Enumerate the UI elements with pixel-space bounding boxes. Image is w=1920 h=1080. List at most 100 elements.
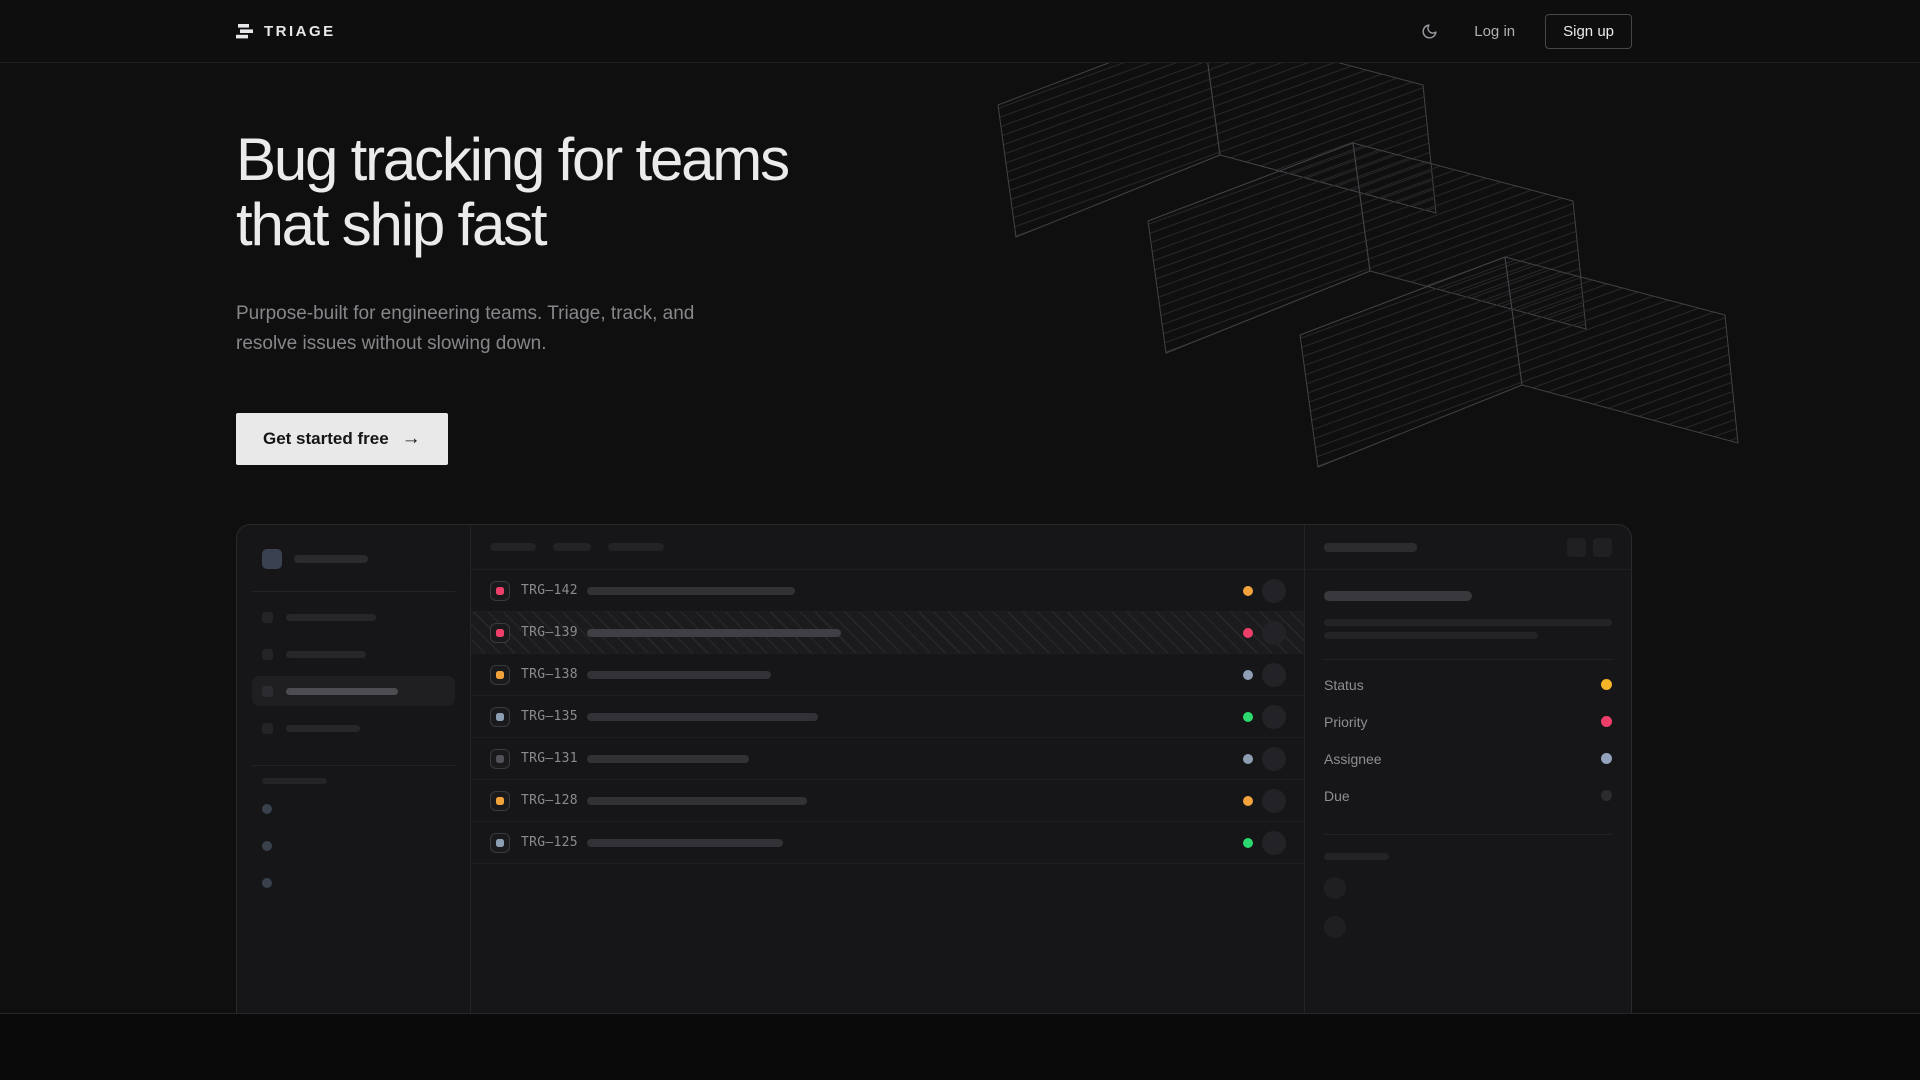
signup-button[interactable]: Sign up — [1545, 13, 1632, 49]
skeleton-section-label — [262, 778, 327, 784]
detail-field-value-dot — [1601, 679, 1612, 690]
issue-row-meta — [1243, 788, 1286, 813]
skeleton-bar — [286, 687, 398, 695]
skeleton-line — [1324, 632, 1538, 639]
status-dot — [1243, 837, 1253, 848]
status-dot — [1243, 711, 1253, 722]
detail-field-row[interactable]: Due — [1324, 777, 1612, 814]
workspace-avatar — [262, 549, 282, 569]
issue-title-skeleton — [587, 838, 783, 847]
sidebar-dot — [262, 878, 272, 888]
issue-id: TRG–131 — [521, 751, 578, 766]
issue-type-icon — [490, 664, 510, 685]
sidebar-item[interactable] — [252, 639, 455, 669]
hero-subtitle-line2: resolve issues without slowing down. — [236, 333, 547, 354]
skeleton-filter-pill[interactable] — [490, 543, 536, 551]
issue-list: TRG–142 TRG–139 TRG–138 TRG–1 — [471, 570, 1304, 864]
hero-title-line2: that ship fast — [236, 191, 548, 258]
panel-action-button[interactable] — [1567, 537, 1586, 557]
assignee-avatar — [1262, 578, 1286, 603]
issue-id: TRG–142 — [521, 583, 578, 598]
detail-panel-body: Status Priority Assignee Due — [1305, 570, 1631, 938]
issue-row[interactable]: TRG–125 — [471, 822, 1304, 864]
issue-row[interactable]: TRG–138 — [471, 654, 1304, 696]
issue-row[interactable]: TRG–128 — [471, 780, 1304, 822]
issue-title-skeleton — [587, 796, 807, 805]
issue-type-icon — [490, 622, 510, 643]
hero-subtitle-line1: Purpose-built for engineering teams. Tri… — [236, 303, 695, 324]
issue-type-icon — [490, 706, 510, 727]
top-nav: TRIAGE Log in Sign up — [0, 0, 1920, 63]
detail-panel: Status Priority Assignee Due — [1305, 525, 1631, 1013]
nav-actions: Log in Sign up — [1414, 13, 1632, 49]
issue-row[interactable]: TRG–142 — [471, 570, 1304, 612]
skeleton-bar — [286, 613, 376, 621]
issue-row[interactable]: TRG–131 — [471, 738, 1304, 780]
issue-row-meta — [1243, 578, 1286, 603]
issue-type-icon — [490, 790, 510, 811]
issue-row[interactable]: TRG–135 — [471, 696, 1304, 738]
moon-icon — [1422, 23, 1437, 38]
status-dot — [1243, 627, 1253, 638]
get-started-label: Get started free — [263, 429, 389, 448]
sidebar-item-icon — [262, 611, 273, 623]
detail-panel-header — [1305, 525, 1631, 570]
issue-title-skeleton — [587, 670, 771, 679]
hero-section: Bug tracking for teams that ship fast Pu… — [236, 63, 790, 465]
hero-title: Bug tracking for teams that ship fast — [236, 126, 790, 258]
detail-field-value-dot — [1601, 716, 1612, 727]
skeleton-bar — [294, 555, 368, 563]
issue-id: TRG–135 — [521, 709, 578, 724]
issue-title-skeleton — [587, 712, 818, 721]
brand[interactable]: TRIAGE — [236, 23, 336, 40]
issue-type-icon-inner — [496, 754, 504, 763]
field-list: Status Priority Assignee Due — [1324, 666, 1612, 814]
issue-row-meta — [1243, 620, 1286, 645]
issue-id: TRG–128 — [521, 793, 578, 808]
panel-action-button[interactable] — [1593, 537, 1612, 557]
skeleton-bar — [1324, 853, 1389, 860]
assignee-avatar — [1262, 746, 1286, 771]
skeleton-filter-pill[interactable] — [608, 543, 664, 551]
issue-row[interactable]: TRG–139 — [471, 612, 1304, 654]
detail-field-label: Assignee — [1324, 750, 1382, 767]
assignee-avatar — [1262, 620, 1286, 645]
app-preview-card: TRG–142 TRG–139 TRG–138 TRG–1 — [236, 524, 1632, 1013]
issue-type-icon-inner — [496, 838, 504, 847]
arrow-right-icon: → — [401, 428, 421, 449]
sidebar-item-active[interactable] — [252, 676, 455, 706]
issue-id: TRG–139 — [521, 625, 578, 640]
issue-list-pane: TRG–142 TRG–139 TRG–138 TRG–1 — [471, 525, 1305, 1013]
skeleton-filter-pill[interactable] — [553, 543, 591, 551]
divider — [1324, 834, 1612, 835]
sidebar-item[interactable] — [252, 602, 455, 632]
detail-field-row[interactable]: Assignee — [1324, 740, 1612, 777]
sidebar-item-icon — [262, 685, 273, 697]
workspace-switcher[interactable] — [252, 549, 455, 569]
issue-type-icon — [490, 832, 510, 853]
status-dot — [1243, 753, 1253, 764]
detail-field-row[interactable]: Status — [1324, 666, 1612, 703]
skeleton-line — [1324, 619, 1612, 626]
issue-type-icon-inner — [496, 796, 504, 805]
sidebar-item[interactable] — [252, 713, 455, 743]
detail-field-label: Due — [1324, 787, 1350, 804]
hero-subtitle: Purpose-built for engineering teams. Tri… — [236, 299, 788, 359]
comment-avatar-list — [1324, 877, 1612, 938]
status-dot — [1243, 585, 1253, 596]
brand-name: TRIAGE — [264, 22, 336, 40]
detail-field-label: Status — [1324, 676, 1364, 693]
theme-toggle-button[interactable] — [1414, 16, 1444, 46]
avatar — [1324, 916, 1346, 938]
avatar — [1324, 877, 1346, 899]
detail-field-row[interactable]: Priority — [1324, 703, 1612, 740]
hero-title-line1: Bug tracking for teams — [236, 126, 790, 193]
issue-type-icon-inner — [496, 712, 504, 721]
issue-id: TRG–125 — [521, 835, 578, 850]
issue-type-icon — [490, 748, 510, 769]
sidebar-item-icon — [262, 648, 273, 660]
assignee-avatar — [1262, 662, 1286, 687]
login-link[interactable]: Log in — [1474, 22, 1516, 40]
get-started-button[interactable]: Get started free → — [236, 413, 448, 465]
issue-type-icon-inner — [496, 586, 504, 595]
